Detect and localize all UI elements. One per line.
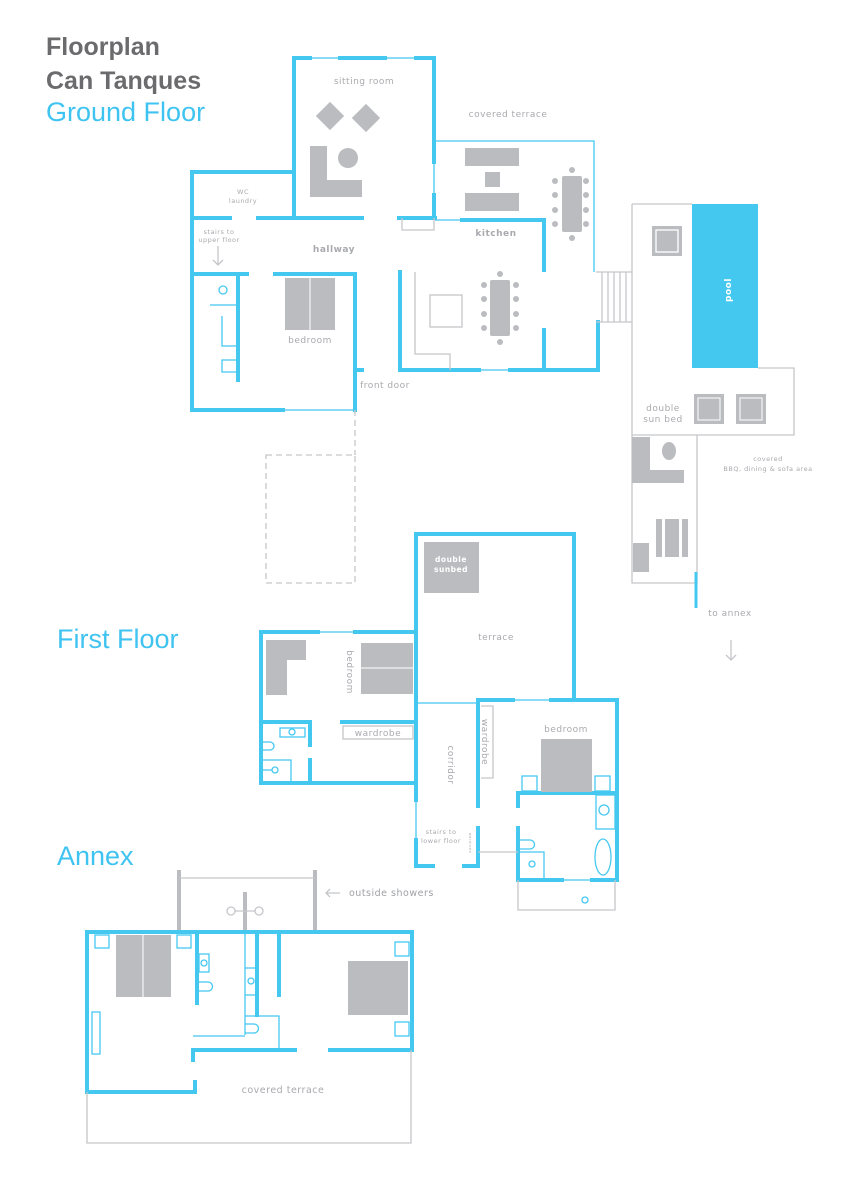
label-bedroom-left: bedroom [344, 650, 354, 694]
label-hallway: hallway [313, 245, 355, 255]
label-front-door: front door [360, 381, 410, 391]
label-to-annex: to annex [708, 609, 752, 619]
label-bbq-area: BBQ, dining & sofa area [723, 465, 812, 473]
label-laundry: laundry [229, 197, 257, 205]
label-wardrobe-small: wardrobe [468, 833, 472, 854]
label-sitting-room: sitting room [334, 77, 394, 87]
label-covered: covered [753, 455, 783, 463]
label-double-sunbed-2: sunbed [434, 565, 468, 574]
annex-plan: outside showers covered terrace [85, 870, 434, 1144]
section-annex: Annex [57, 841, 134, 871]
label-wardrobe-right: wardrobe [479, 719, 489, 765]
label-terrace: terrace [478, 633, 514, 643]
first-floor-plan: double sunbed terrace wardrobe bedroom c… [259, 532, 619, 911]
label-upper-floor: upper floor [198, 236, 239, 244]
label-pool: pool [724, 278, 734, 302]
label-double-sunbed-1: double [435, 555, 467, 564]
label-corridor: corridor [445, 745, 455, 784]
label-annex-covered-terrace: covered terrace [242, 1085, 325, 1096]
label-stairs-to-lower: stairs to [426, 828, 457, 836]
label-covered-terrace: covered terrace [469, 110, 548, 120]
label-wardrobe-left: wardrobe [355, 729, 401, 739]
label-kitchen: kitchen [475, 229, 516, 239]
title-line1: Floorplan [46, 33, 160, 61]
label-wc: WC [237, 188, 249, 196]
pool [692, 204, 758, 368]
ground-floor-plan: pool sitting room covered terrace WC lau… [190, 56, 812, 661]
label-outside-showers: outside showers [349, 888, 434, 899]
section-first-floor: First Floor [57, 624, 179, 654]
section-ground-floor: Ground Floor [46, 97, 205, 127]
label-sun-bed: sun bed [643, 415, 682, 425]
label-stairs-to: stairs to [204, 228, 235, 236]
label-double: double [646, 404, 680, 414]
label-bedroom-right: bedroom [544, 725, 588, 735]
label-bedroom: bedroom [288, 336, 332, 346]
label-lower-floor: lower floor [421, 837, 461, 845]
title-line2: Can Tanques [46, 67, 201, 95]
